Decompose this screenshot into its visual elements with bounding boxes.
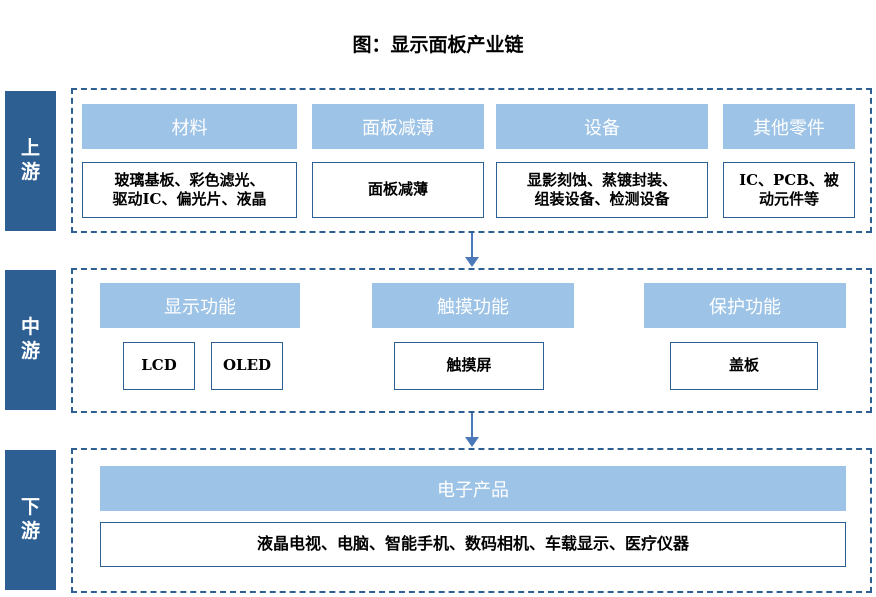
item-equipment: 显影刻蚀、蒸镀封装、 组装设备、检测设备 xyxy=(496,162,708,218)
category-electronic-products: 电子产品 xyxy=(100,466,846,511)
item-materials: 玻璃基板、彩色滤光、 驱动IC、偏光片、液晶 xyxy=(82,162,297,218)
stage-box-downstream xyxy=(71,448,872,593)
category-touch-function: 触摸功能 xyxy=(372,283,574,328)
item-oled: OLED xyxy=(211,342,283,390)
item-other-parts: IC、PCB、被 动元件等 xyxy=(723,162,855,218)
category-other-parts: 其他零件 xyxy=(723,104,855,149)
stage-tab-midstream: 中 游 xyxy=(5,270,56,410)
item-line: 玻璃基板、彩色滤光、 xyxy=(114,170,265,189)
item-panel-thinning: 面板减薄 xyxy=(312,162,484,218)
item-cover-plate: 盖板 xyxy=(670,342,818,390)
diagram-title: 图：显示面板产业链 xyxy=(352,34,524,56)
category-protection-function: 保护功能 xyxy=(644,283,846,328)
item-line: 动元件等 xyxy=(758,190,819,208)
item-line: 显影刻蚀、蒸镀封装、 xyxy=(526,170,677,189)
flow-arrow-up-to-mid xyxy=(465,233,479,267)
category-equipment: 设备 xyxy=(496,104,708,149)
item-end-products: 液晶电视、电脑、智能手机、数码相机、车载显示、医疗仪器 xyxy=(100,522,846,567)
item-line: 面板减薄 xyxy=(367,180,428,199)
item-line: 驱动IC、偏光片、液晶 xyxy=(112,190,267,208)
category-display-function: 显示功能 xyxy=(100,283,300,328)
stage-box-upstream xyxy=(71,88,872,233)
stage-label-char: 上 xyxy=(20,137,40,160)
item-line: IC、PCB、被 xyxy=(739,170,839,189)
category-materials: 材料 xyxy=(82,104,297,149)
stage-label-char: 中 xyxy=(20,316,40,339)
stage-tab-downstream: 下 游 xyxy=(5,450,56,590)
category-panel-thinning: 面板减薄 xyxy=(312,104,484,149)
stage-label-char: 游 xyxy=(20,520,40,542)
stage-label-char: 游 xyxy=(20,340,40,362)
item-line: 组装设备、检测设备 xyxy=(534,190,670,208)
flow-arrow-mid-to-down xyxy=(465,413,479,447)
stage-tab-upstream: 上 游 xyxy=(5,91,56,231)
item-touch-screen: 触摸屏 xyxy=(394,342,544,390)
stage-box-midstream xyxy=(71,268,872,413)
item-lcd: LCD xyxy=(123,342,195,390)
stage-label-char: 游 xyxy=(20,161,40,183)
stage-label-char: 下 xyxy=(20,496,40,519)
